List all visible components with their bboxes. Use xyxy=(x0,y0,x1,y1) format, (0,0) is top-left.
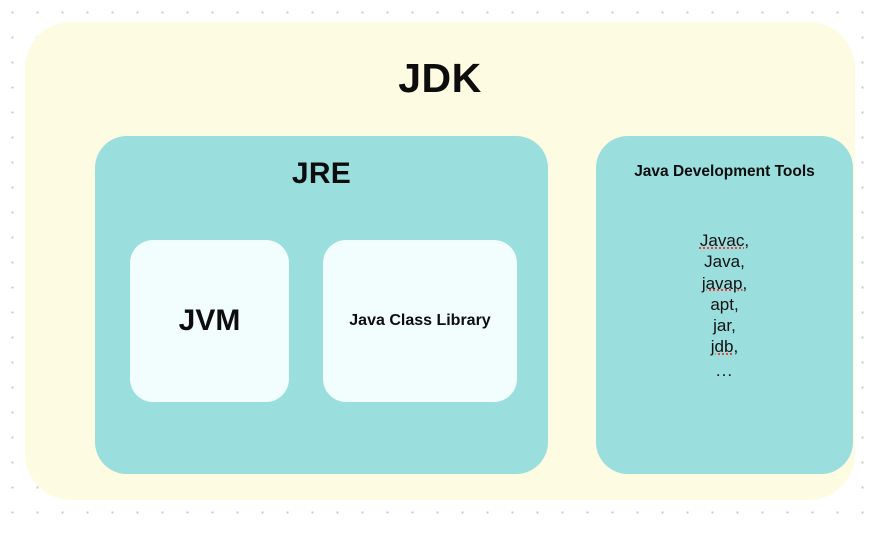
jvm-label: JVM xyxy=(178,304,241,337)
java-development-tools-title: Java Development Tools xyxy=(634,163,815,180)
jvm-box: JVM xyxy=(130,240,289,402)
tools-list-item: Javac, xyxy=(596,230,853,251)
tools-list-item: Java, xyxy=(704,252,745,272)
java-development-tools-list: Javac, Java,javap,apt,jar,jdb,... xyxy=(596,230,853,381)
tools-list-item: apt, xyxy=(710,294,739,314)
tools-list-item: jdb, xyxy=(596,336,853,357)
java-class-library-label: Java Class Library xyxy=(349,312,491,329)
jdk-container: JDK JRE JVM Java Class Library Java Deve… xyxy=(25,22,855,500)
java-development-tools-container: Java Development Tools Javac, Java,javap,… xyxy=(596,136,853,474)
tools-list-item: javap, xyxy=(596,273,853,294)
jdk-title: JDK xyxy=(398,55,482,101)
jre-title: JRE xyxy=(291,157,352,190)
tools-list-item: jar, xyxy=(713,316,736,336)
jre-container: JRE JVM Java Class Library xyxy=(95,136,548,474)
tools-list-ellipsis: ... xyxy=(715,360,734,380)
spellcheck-underline: jdb, xyxy=(710,337,739,357)
spellcheck-underline: javap, xyxy=(701,273,748,293)
java-class-library-box: Java Class Library xyxy=(323,240,517,402)
spellcheck-underline: Javac, xyxy=(699,231,750,250)
